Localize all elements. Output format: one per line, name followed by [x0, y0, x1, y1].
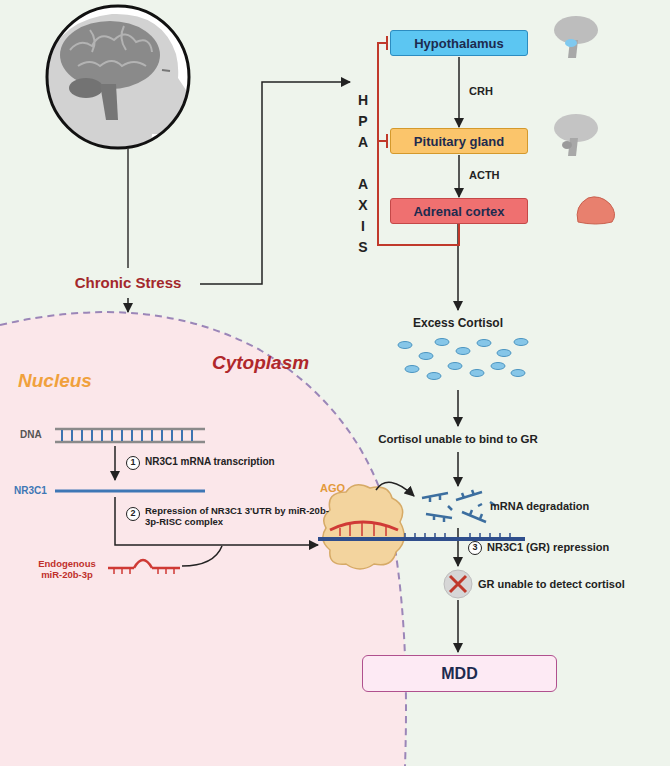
- cortisol-dot: [427, 373, 441, 380]
- cause-label: Chronic Stress: [58, 274, 198, 292]
- edge-label: CRH: [469, 85, 493, 97]
- mrna-strand: [55, 490, 205, 493]
- outcome-box: MDD: [362, 655, 557, 692]
- nucleus-border: [0, 312, 406, 766]
- flow-arrow: [457, 600, 459, 652]
- callout-number: 2: [126, 507, 140, 521]
- callout-number: 3: [468, 541, 482, 555]
- step-label: NR3C1 mRNA transcription: [145, 456, 275, 468]
- pairing-ticks: [340, 522, 386, 536]
- cortisol-dot: [514, 339, 528, 346]
- step-label: NR3C1 (GR) repression: [487, 541, 609, 554]
- brain-folds: [70, 26, 152, 66]
- flow-label: mRNA degradation: [490, 500, 589, 513]
- cortisol-dot: [477, 340, 491, 347]
- cortisol-molecules: [398, 339, 528, 380]
- fragment: [448, 502, 496, 510]
- fragment: [426, 514, 452, 522]
- flow-arrow: [127, 298, 129, 312]
- callout-number: 1: [126, 456, 140, 470]
- connector: [459, 57, 460, 127]
- molecule-label: DNA: [20, 429, 42, 441]
- icon-gland: [562, 141, 572, 149]
- connector-line: [458, 57, 460, 127]
- cortisol-dot: [405, 366, 419, 373]
- brain: [60, 21, 160, 89]
- cortisol-dot: [448, 363, 462, 370]
- process-box: Hypothalamus: [390, 30, 528, 56]
- icon-highlight: [565, 39, 577, 47]
- ago-complex: [318, 485, 525, 569]
- icon-brain: [554, 114, 598, 142]
- flow-label: Excess Cortisol: [398, 316, 518, 330]
- adrenal-icon: [577, 197, 614, 224]
- mrna-fragments: [422, 490, 496, 522]
- region-label: Cytoplasm: [212, 352, 309, 375]
- brainstem: [100, 84, 118, 120]
- cortisol-dot: [435, 339, 449, 346]
- cerebellum: [69, 78, 103, 98]
- node-text: Pituitary gland: [414, 134, 504, 149]
- flow-arrow: [376, 482, 414, 496]
- eye: [162, 70, 170, 71]
- edge-label: ACTH: [469, 169, 500, 181]
- molecule-label: NR3C1: [14, 485, 47, 497]
- head-silhouette: [46, 14, 190, 160]
- pituitary-icon: [554, 114, 598, 156]
- process-box: Adrenal cortex: [390, 198, 528, 224]
- gr-shape: [444, 570, 472, 598]
- flow-arrow: [457, 390, 459, 426]
- gr-blocked-icon: [444, 570, 472, 598]
- icon-brain: [554, 16, 598, 44]
- cortisol-dot: [511, 370, 525, 377]
- node-text: Adrenal cortex: [413, 204, 504, 219]
- molecule-label: Endogenous miR-20b-3p: [30, 558, 104, 581]
- cortisol-dot: [456, 348, 470, 355]
- hypothalamus-icon: [554, 16, 598, 58]
- fragment: [422, 493, 448, 502]
- flow-arrow: [457, 452, 459, 486]
- flow-arrow: [200, 82, 350, 284]
- node-text: MDD: [441, 665, 477, 683]
- fragment: [456, 490, 482, 500]
- flow-arrow: [114, 446, 116, 480]
- head-clip: [46, 14, 190, 160]
- flow-label: GR unable to detect cortisol: [478, 578, 625, 591]
- cortisol-dot: [491, 363, 505, 370]
- connector-line: [458, 155, 460, 197]
- region-title: Nucleus: [18, 370, 92, 392]
- node-text: Hypothalamus: [414, 36, 504, 51]
- cortisol-dot: [398, 342, 412, 349]
- process-box: Pituitary gland: [390, 128, 528, 154]
- axis-label: HPA AXIS: [356, 92, 370, 260]
- head-illustration: [46, 6, 190, 160]
- fragment: [462, 510, 486, 522]
- flow-label: Cortisol unable to bind to GR: [368, 433, 548, 447]
- protein-label: AGO: [320, 482, 345, 495]
- cortisol-dot: [497, 350, 511, 357]
- x-mark: [450, 576, 466, 592]
- cortisol-dot: [470, 370, 484, 377]
- head-circle: [47, 6, 189, 148]
- mrna-bases: [405, 533, 510, 539]
- flow-arrow: [457, 528, 459, 566]
- flow-line: [127, 148, 129, 268]
- target-mrna: [318, 537, 525, 541]
- ago-protein: [323, 485, 404, 569]
- connector: [459, 155, 460, 197]
- step-label: Repression of NR3C1 3'UTR by miR-20b-3p-…: [145, 505, 330, 528]
- cortisol-dot: [419, 353, 433, 360]
- nucleus-fill: [0, 312, 406, 766]
